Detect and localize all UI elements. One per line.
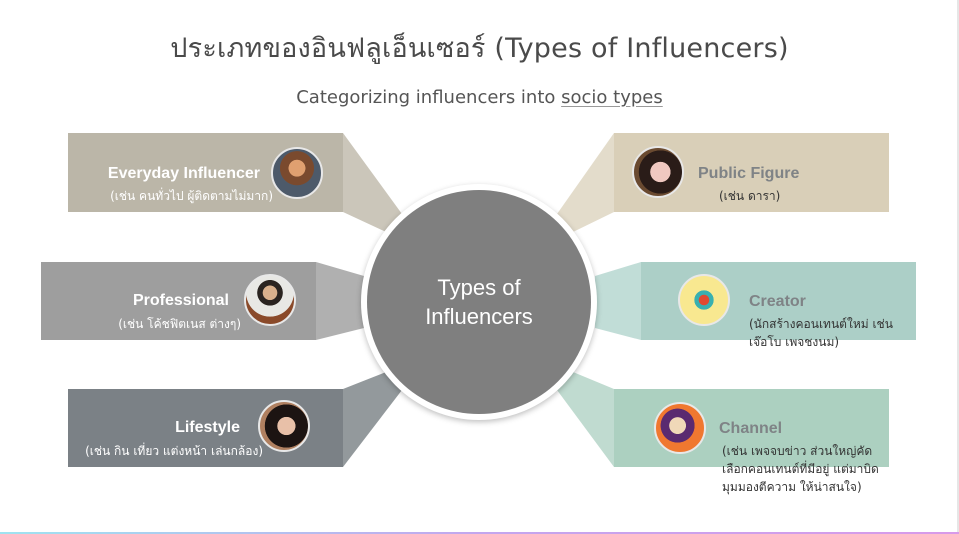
category-desc: (เช่น ดารา) — [719, 189, 781, 203]
avatar-public-figure — [632, 146, 684, 198]
category-desc-line-1: (เช่น เพจจบข่าว ส่วนใหญ่คัด — [722, 444, 873, 458]
connector-lifestyle — [343, 372, 402, 467]
category-desc-line-1: (นักสร้างคอนเทนต์ใหม่ เช่น — [749, 317, 893, 331]
category-name: Lifestyle — [175, 419, 240, 436]
avatar-everyday-influencer — [271, 147, 323, 199]
avatar-channel — [654, 402, 706, 454]
center-title-line-2: Influencers — [425, 304, 533, 329]
avatar-professional — [244, 274, 296, 326]
category-desc: (เช่น กิน เที่ยว แต่งหน้า เล่นกล้อง) — [85, 444, 263, 458]
connector-professional — [316, 262, 364, 340]
category-desc-line-2: เลือกคอนเทนต์ที่มีอยู่ แต่มาบิด — [722, 462, 879, 476]
center-disc: Types of Influencers — [367, 190, 591, 414]
category-professional: Professional (เช่น โค้ชฟิตเนส ต่างๆ) — [41, 262, 316, 340]
category-desc: (เช่น โค้ชฟิตเนส ต่างๆ) — [118, 317, 241, 331]
category-name: Channel — [719, 420, 783, 437]
category-creator: Creator (นักสร้างคอนเทนต์ใหม่ เช่น เจ๊อโ… — [641, 262, 916, 349]
connector-everyday — [343, 133, 402, 232]
slide-subtitle: Categorizing influencers into socio type… — [0, 87, 959, 108]
category-public-figure: Public Figure (เช่น ดารา) — [614, 133, 889, 212]
subtitle-text: Categorizing influencers into — [296, 87, 562, 108]
category-desc: (เช่น คนทั่วไป ผู้ติดตามไม่มาก) — [110, 189, 273, 203]
connector-channel — [557, 372, 614, 467]
connector-public-figure — [557, 133, 614, 232]
connector-creator — [595, 262, 641, 340]
socio-types-link[interactable]: socio types — [561, 87, 663, 108]
category-lifestyle: Lifestyle (เช่น กิน เที่ยว แต่งหน้า เล่น… — [68, 389, 343, 467]
category-desc-line-2: เจ๊อโบ เพจชงนม) — [749, 335, 840, 349]
category-everyday-influencer: Everyday Influencer (เช่น คนทั่วไป ผู้ติ… — [68, 133, 343, 212]
avatar-lifestyle — [258, 400, 310, 452]
bottom-accent-bar — [0, 532, 959, 534]
category-name: Creator — [749, 293, 806, 310]
category-name: Everyday Influencer — [107, 165, 260, 182]
center-title-line-1: Types of — [437, 275, 521, 300]
category-name: Public Figure — [698, 165, 800, 182]
avatar-creator — [678, 274, 730, 326]
category-desc-line-3: มุมมองตีความ ให้น่าสนใจ) — [722, 480, 862, 494]
center-hub: Types of Influencers — [361, 184, 597, 420]
slide-title: ประเภทของอินฟลูเอ็นเซอร์ (Types of Influ… — [170, 33, 789, 64]
category-channel: Channel (เช่น เพจจบข่าว ส่วนใหญ่คัด เลือ… — [614, 389, 889, 494]
category-name: Professional — [132, 292, 229, 309]
slide-edge — [957, 0, 959, 534]
